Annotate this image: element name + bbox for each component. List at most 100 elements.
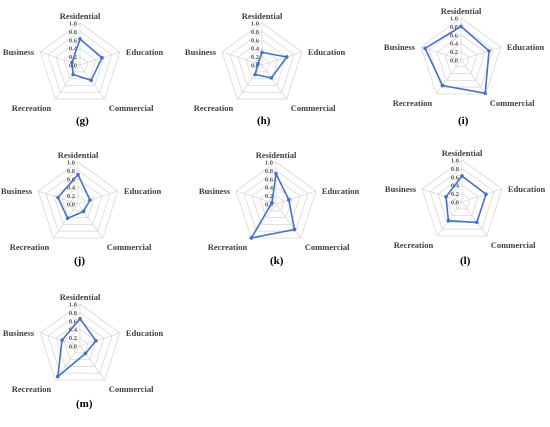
grid-spoke — [460, 59, 487, 95]
data-point-recreation — [71, 72, 75, 77]
tick-label: 0.6 — [265, 176, 274, 183]
grid-ring — [259, 186, 293, 218]
tick-label: 0.8 — [69, 310, 78, 317]
data-point-recreation — [65, 216, 70, 221]
category-label-commercial: Commercial — [491, 240, 536, 250]
tick-label: 0.8 — [67, 168, 76, 175]
series-line — [249, 171, 296, 240]
radar-chart-1: 0.00.20.40.60.81.0ResidentialEducationCo… — [185, 11, 346, 113]
category-label-commercial: Commercial — [107, 242, 152, 252]
grid-ring — [428, 25, 494, 88]
tick-label: 0.8 — [450, 24, 459, 31]
data-point-commercial — [83, 351, 88, 356]
grid-ring — [235, 161, 317, 239]
data-point-residential — [260, 50, 264, 55]
category-label-residential: Residential — [441, 6, 482, 16]
grid-ring — [71, 337, 89, 354]
series-line — [56, 317, 98, 379]
tick-label: 0.2 — [450, 49, 458, 56]
data-point-commercial — [81, 209, 86, 214]
radar-chart-6: 0.00.20.40.60.81.0ResidentialEducationCo… — [3, 292, 164, 394]
data-point-commercial — [269, 76, 274, 80]
tick-label: 0.4 — [67, 185, 76, 192]
category-label-education: Education — [126, 47, 164, 57]
category-label-residential: Residential — [58, 150, 99, 160]
tick-label: 0.8 — [451, 166, 460, 173]
category-label-commercial: Commercial — [490, 98, 535, 108]
series-line — [424, 25, 490, 95]
grid-spoke — [79, 64, 106, 100]
category-label-recreation: Recreation — [12, 103, 52, 113]
grid-ring — [47, 311, 113, 374]
grid-spoke — [77, 190, 119, 205]
grid-ring — [445, 184, 479, 216]
category-label-education: Education — [126, 328, 164, 338]
tick-label: 0.0 — [451, 200, 459, 207]
grid-ring — [221, 22, 303, 100]
category-label-business: Business — [199, 186, 231, 196]
grid-ring — [55, 39, 105, 86]
tick-label: 0.6 — [69, 37, 78, 44]
grid-ring — [39, 303, 121, 381]
data-point-education — [484, 192, 488, 197]
category-label-residential: Residential — [256, 150, 297, 160]
grid-spoke — [435, 59, 462, 95]
category-label-education: Education — [308, 47, 346, 57]
data-point-education — [88, 198, 92, 202]
category-label-business: Business — [385, 184, 417, 194]
category-label-business: Business — [1, 186, 33, 196]
grid-ring — [253, 56, 271, 73]
grid-spoke — [79, 51, 121, 66]
data-point-education — [284, 55, 289, 59]
data-point-recreation — [55, 374, 60, 379]
grid-ring — [61, 186, 95, 218]
grid-spoke — [235, 190, 277, 205]
category-label-business: Business — [384, 42, 416, 52]
grid-ring — [436, 34, 486, 81]
tick-label: 1.0 — [265, 160, 273, 167]
tick-label: 0.4 — [265, 185, 274, 192]
tick-label: 0.6 — [67, 176, 76, 183]
grid-spoke — [79, 345, 106, 381]
grid-spoke — [436, 201, 463, 237]
grid-spoke — [461, 201, 488, 237]
grid-ring — [421, 159, 503, 237]
tick-label: 0.2 — [251, 54, 259, 61]
series-line — [254, 51, 289, 79]
data-point-recreation — [249, 236, 254, 240]
tick-label: 0.0 — [265, 202, 273, 209]
category-label-education: Education — [124, 186, 162, 196]
data-point-business — [70, 60, 74, 65]
tick-label: 1.0 — [451, 158, 459, 165]
data-point-residential — [78, 37, 82, 41]
category-label-commercial: Commercial — [109, 103, 154, 113]
category-label-recreation: Recreation — [10, 242, 50, 252]
category-label-business: Business — [185, 47, 217, 57]
data-point-education — [94, 339, 98, 343]
data-point-education — [487, 49, 491, 53]
tick-label: 1.0 — [67, 160, 75, 167]
grid-ring — [243, 169, 309, 232]
grid-ring — [251, 178, 301, 225]
category-label-education: Education — [322, 186, 360, 196]
tick-label: 0.4 — [251, 46, 260, 53]
category-label-commercial: Commercial — [109, 384, 154, 394]
tick-label: 1.0 — [450, 16, 458, 23]
data-point-residential — [76, 172, 80, 177]
tick-label: 0.2 — [451, 191, 459, 198]
grid-spoke — [420, 46, 462, 61]
grid-spoke — [261, 64, 288, 100]
tick-label: 0.6 — [251, 37, 260, 44]
category-label-education: Education — [508, 184, 546, 194]
panel-caption: (k) — [270, 255, 284, 267]
panel-caption: (j) — [74, 255, 85, 267]
category-label-commercial: Commercial — [291, 103, 336, 113]
data-point-residential — [460, 174, 464, 178]
tick-label: 0.2 — [265, 193, 273, 200]
tick-label: 0.6 — [450, 32, 459, 39]
tick-label: 1.0 — [251, 21, 259, 28]
data-point-commercial — [475, 220, 479, 225]
data-point-commercial — [292, 227, 297, 232]
data-point-business — [256, 61, 260, 66]
category-label-business: Business — [3, 47, 35, 57]
